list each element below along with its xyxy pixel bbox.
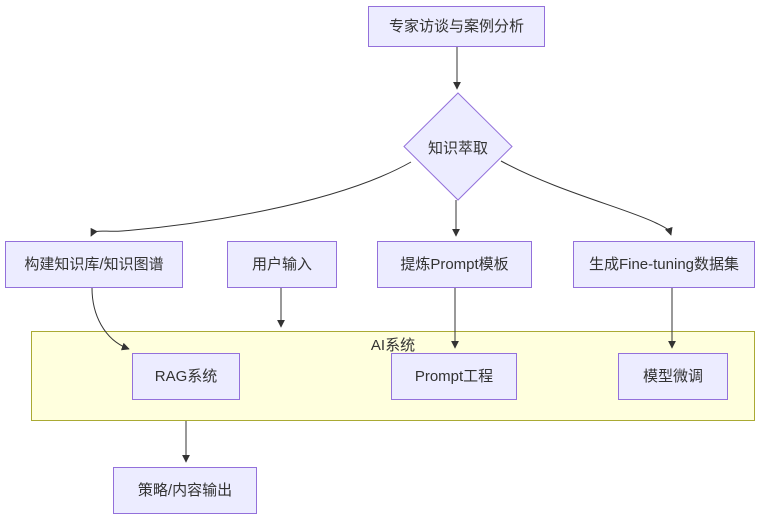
node-rag-system-label: RAG系统 xyxy=(154,367,218,385)
ai-system-label: AI系统 xyxy=(370,337,416,354)
edge-extraction-to-finetuning-dataset xyxy=(500,160,673,236)
edge-extraction-to-knowledge-base xyxy=(90,161,412,237)
node-prompt-template-label: 提炼Prompt模板 xyxy=(400,255,509,273)
node-finetuning-dataset-label: 生成Fine-tuning数据集 xyxy=(588,255,740,273)
node-user-input: 用户输入 xyxy=(227,241,337,288)
node-finetuning-dataset: 生成Fine-tuning数据集 xyxy=(573,241,755,288)
node-knowledge-extraction-label: 知识萃取 xyxy=(427,140,488,157)
node-prompt-engineering-label: Prompt工程 xyxy=(414,367,494,385)
node-prompt-engineering: Prompt工程 xyxy=(391,353,517,400)
node-prompt-template: 提炼Prompt模板 xyxy=(377,241,532,288)
node-model-finetuning: 模型微调 xyxy=(618,353,728,400)
node-strategy-output-label: 策略/内容输出 xyxy=(137,481,233,499)
node-strategy-output: 策略/内容输出 xyxy=(113,467,257,514)
node-rag-system: RAG系统 xyxy=(132,353,240,400)
node-user-input-label: 用户输入 xyxy=(251,255,312,273)
node-expert-interview-label: 专家访谈与案例分析 xyxy=(388,17,524,35)
node-model-finetuning-label: 模型微调 xyxy=(642,367,703,385)
node-knowledge-base-label: 构建知识库/知识图谱 xyxy=(24,255,164,273)
node-knowledge-base: 构建知识库/知识图谱 xyxy=(5,241,183,288)
node-expert-interview: 专家访谈与案例分析 xyxy=(368,6,545,47)
